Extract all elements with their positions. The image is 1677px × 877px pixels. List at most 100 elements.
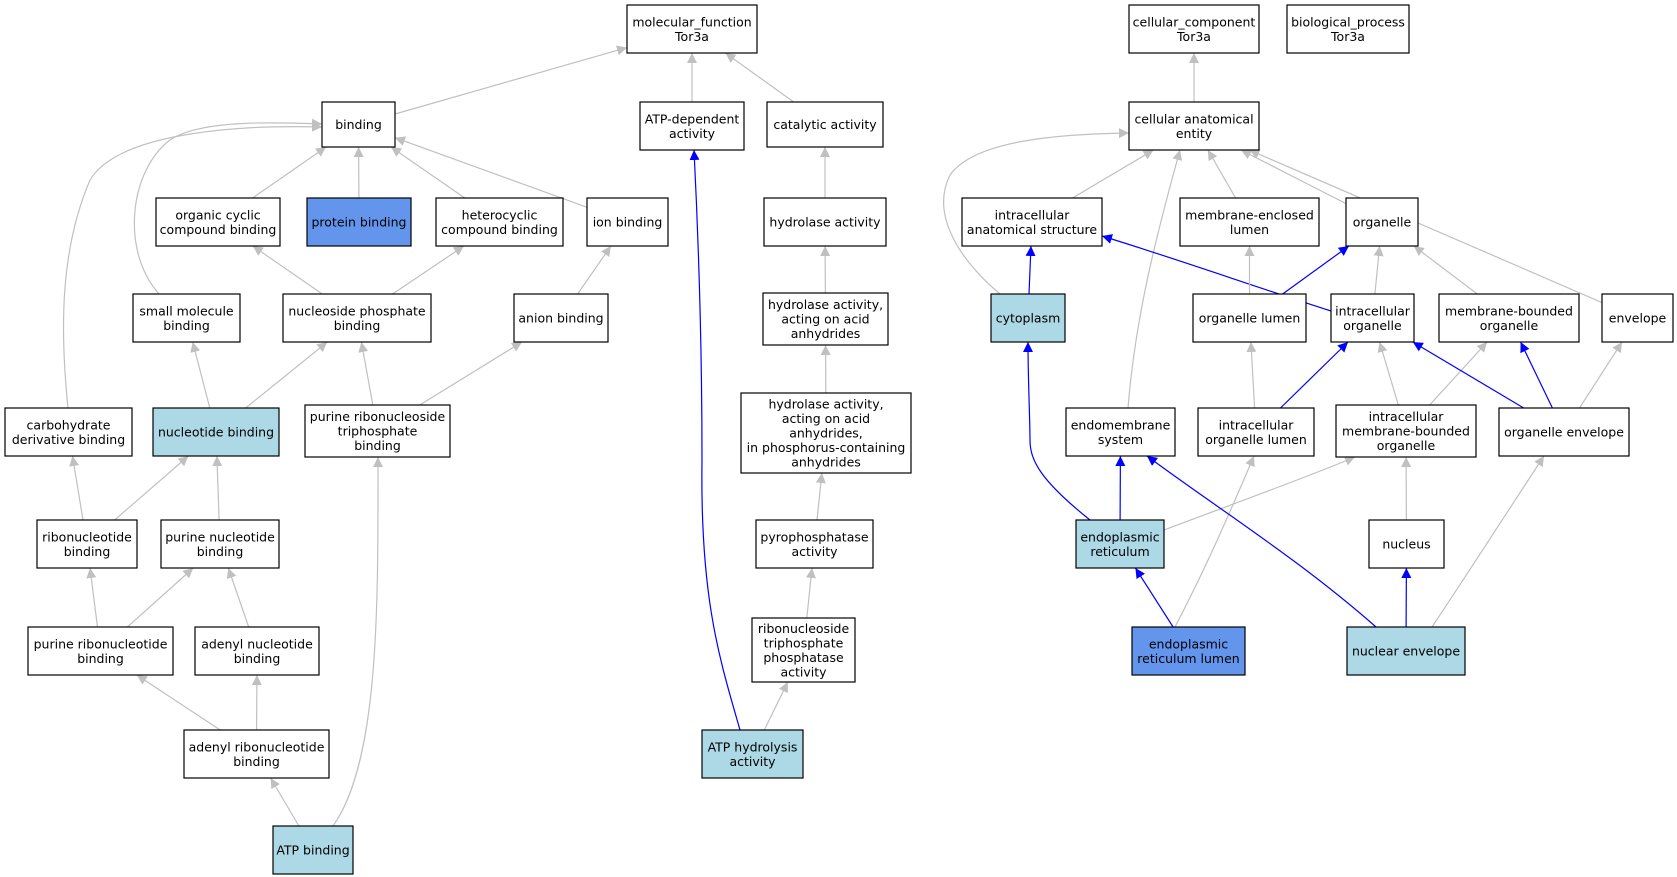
edge-pyrophos-to-hyd_phos xyxy=(815,472,826,521)
edge-line xyxy=(1134,567,1174,628)
node-label-line: binding xyxy=(334,318,381,333)
node-label-line: anhydrides xyxy=(791,326,861,341)
node-label-line: molecular_function xyxy=(632,14,751,29)
node-label-line: intracellular xyxy=(995,207,1071,222)
node-label-line: ATP-dependent xyxy=(645,111,740,126)
node-rntp[interactable]: ribonucleosidetriphosphatephosphataseact… xyxy=(751,617,856,683)
edge-er-to-imbo xyxy=(1163,456,1356,531)
edge-smallmol-to-binding xyxy=(133,118,323,295)
node-label-line: membrane-bounded xyxy=(1445,303,1573,318)
node-label-line: heterocyclic xyxy=(462,207,538,222)
node-box xyxy=(740,392,912,474)
edge-line xyxy=(1412,341,1525,409)
node-box xyxy=(304,404,451,458)
edge-purineribo-to-purinenuc xyxy=(126,567,194,628)
edge-line xyxy=(394,136,588,208)
edge-line xyxy=(332,456,384,827)
node-label-line: purine ribonucleotide xyxy=(34,636,168,651)
node-label-line: anion binding xyxy=(518,311,603,326)
node-binding[interactable]: binding xyxy=(321,101,396,148)
node-label-line: phosphatase xyxy=(763,650,844,665)
node-label-line: organic cyclic xyxy=(175,207,260,222)
edge-purineribo-to-ribonuc xyxy=(86,567,99,628)
edge-line xyxy=(763,681,789,731)
node-ion[interactable]: ion binding xyxy=(586,197,669,247)
edge-ribonuc-to-nucleotide xyxy=(114,455,189,521)
node-envelope[interactable]: envelope xyxy=(1601,293,1674,343)
node-label-line: reticulum xyxy=(1090,544,1149,559)
edge-cytoplasm-to-ias xyxy=(1025,245,1036,295)
edge-ribonuc-to-carbo xyxy=(69,455,84,521)
node-box xyxy=(513,293,609,343)
edge-line xyxy=(252,245,323,295)
node-nucenv[interactable]: nuclear envelope xyxy=(1346,626,1466,676)
node-box xyxy=(132,293,241,343)
node-box xyxy=(4,407,133,457)
node-nucleus[interactable]: nucleus xyxy=(1368,519,1445,569)
node-label-line: Tor3a xyxy=(1330,29,1365,44)
edge-line xyxy=(392,245,465,295)
edge-line xyxy=(1413,245,1478,295)
node-label-line: binding xyxy=(197,544,244,559)
node-orglumen[interactable]: organelle lumen xyxy=(1192,293,1307,343)
node-label-line: derivative binding xyxy=(12,432,125,447)
node-box xyxy=(990,293,1066,343)
node-box xyxy=(1131,626,1246,676)
node-label-line: anatomical structure xyxy=(967,222,1097,237)
edge-orgenv-to-intraorg xyxy=(1412,341,1525,409)
node-hyd_acid[interactable]: hydrolase activity,acting on acidanhydri… xyxy=(762,292,889,346)
node-anion[interactable]: anion binding xyxy=(513,293,609,343)
node-label-line: pyrophosphatase xyxy=(760,529,868,544)
node-box xyxy=(751,617,856,683)
node-organelle[interactable]: organelle xyxy=(1345,197,1419,247)
node-cytoplasm[interactable]: cytoplasm xyxy=(990,293,1066,343)
node-nucleotide[interactable]: nucleotide binding xyxy=(152,407,280,457)
node-catalytic[interactable]: catalytic activity xyxy=(766,101,884,148)
edge-heterocyclic-to-binding xyxy=(390,146,466,199)
node-protein[interactable]: protein binding xyxy=(306,197,412,247)
edge-line xyxy=(1207,149,1237,199)
node-atpbinding[interactable]: ATP binding xyxy=(272,825,354,875)
node-box xyxy=(961,197,1103,247)
edge-mel-to-cae xyxy=(1207,149,1237,199)
node-label-line: hydrolase activity, xyxy=(768,397,883,412)
node-hyd_phos[interactable]: hydrolase activity,acting on acidanhydri… xyxy=(740,392,912,474)
edge-line xyxy=(1431,455,1545,628)
edge-line xyxy=(126,567,194,628)
node-label-line: organelle xyxy=(1480,318,1539,333)
edge-rntp-to-pyrophos xyxy=(805,567,816,619)
node-label-line: binding xyxy=(335,117,382,132)
node-box xyxy=(155,197,281,247)
edge-line xyxy=(577,245,612,295)
node-hydrolase[interactable]: hydrolase activity xyxy=(763,197,887,247)
node-orgenv[interactable]: organelle envelope xyxy=(1498,407,1630,457)
